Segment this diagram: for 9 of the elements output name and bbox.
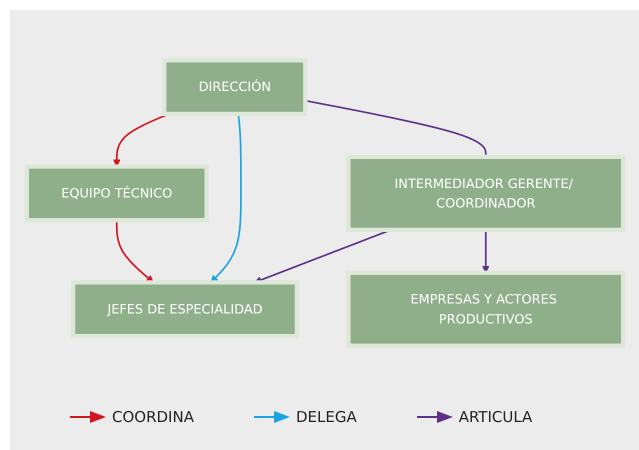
legend-label: ARTICULA: [458, 408, 532, 426]
node-box: INTERMEDIADOR GERENTE/ COORDINADOR: [346, 154, 626, 232]
node-box: EQUIPO TÉCNICO: [24, 164, 209, 222]
connector: [305, 100, 487, 157]
node-box: JEFES DE ESPECIALIDAD: [70, 280, 300, 338]
node-box: DIRECCIÓN: [162, 58, 308, 116]
legend-label: DELEGA: [296, 408, 357, 426]
legend-label: COORDINA: [112, 408, 194, 426]
node-box: EMPRESAS Y ACTORES PRODUCTIVOS: [346, 270, 626, 348]
